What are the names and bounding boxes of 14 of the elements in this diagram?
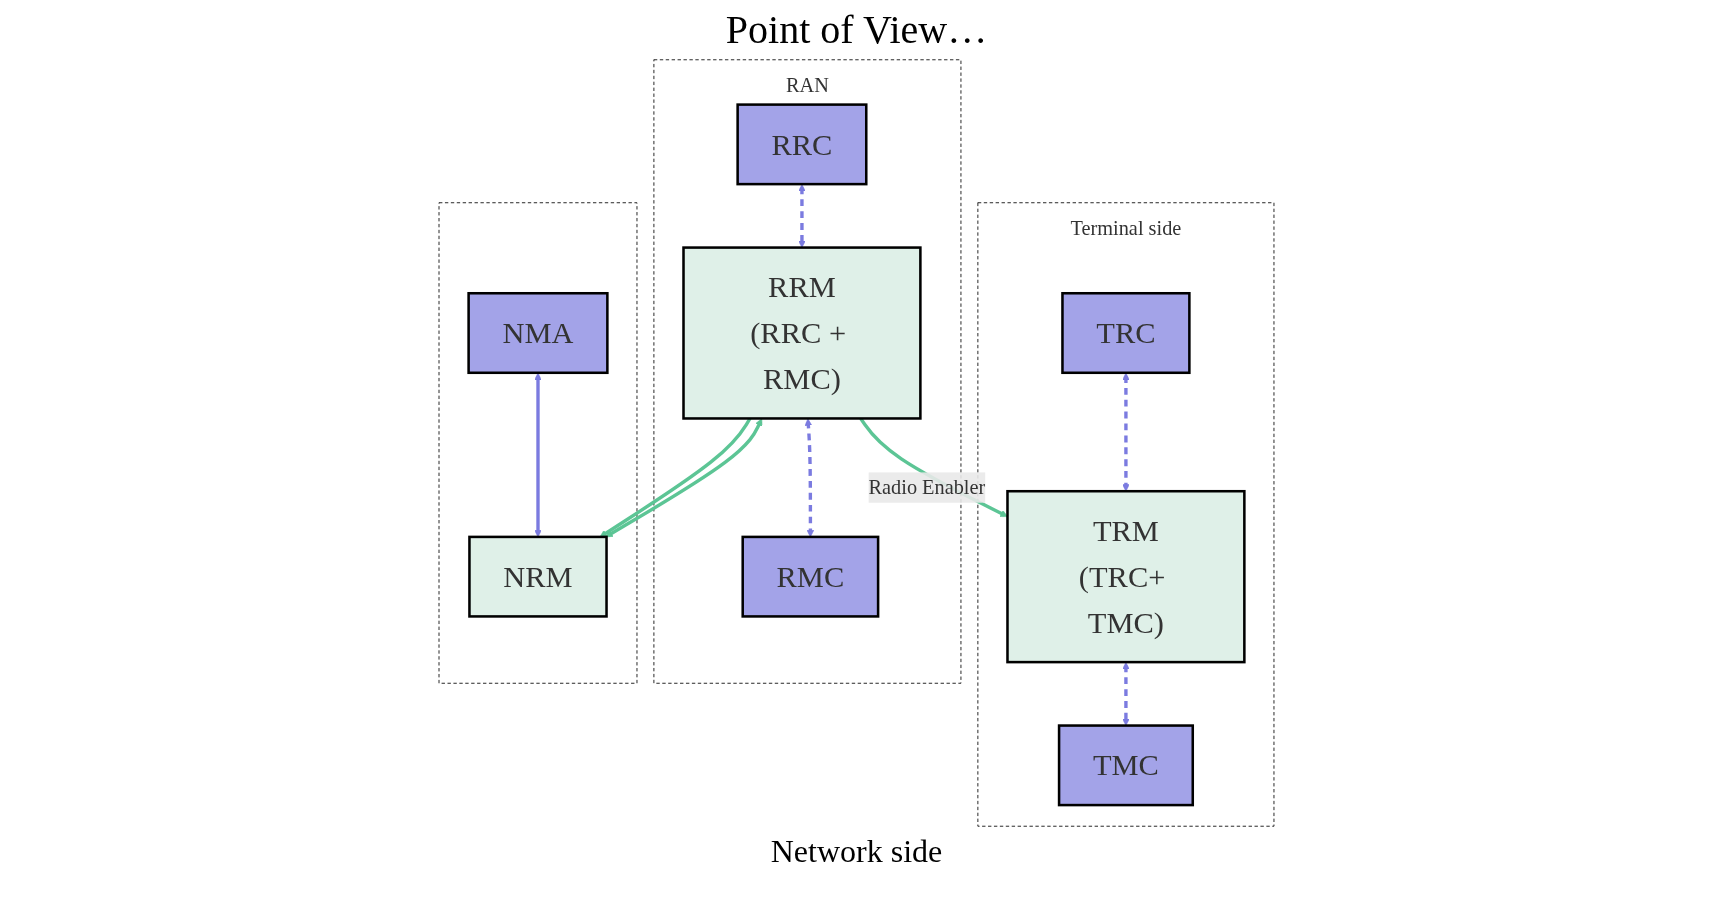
- node-box: RRC: [736, 103, 868, 186]
- node-box: NRM: [468, 535, 608, 618]
- node-box: TRC: [1061, 292, 1191, 375]
- node-box: RMC: [741, 535, 880, 618]
- cluster: [438, 202, 638, 684]
- arrow: [1122, 662, 1130, 726]
- arrow: [1122, 372, 1130, 492]
- arrow: [798, 184, 806, 248]
- node-box: TRM (TRC+ TMC): [1006, 489, 1246, 664]
- node-box: RRM (RRC + RMC): [682, 246, 922, 420]
- side-label: Network side: [769, 833, 944, 870]
- node-box: NMA: [467, 292, 609, 375]
- title: Point of View…: [724, 6, 989, 53]
- node-box: TMC: [1057, 724, 1195, 807]
